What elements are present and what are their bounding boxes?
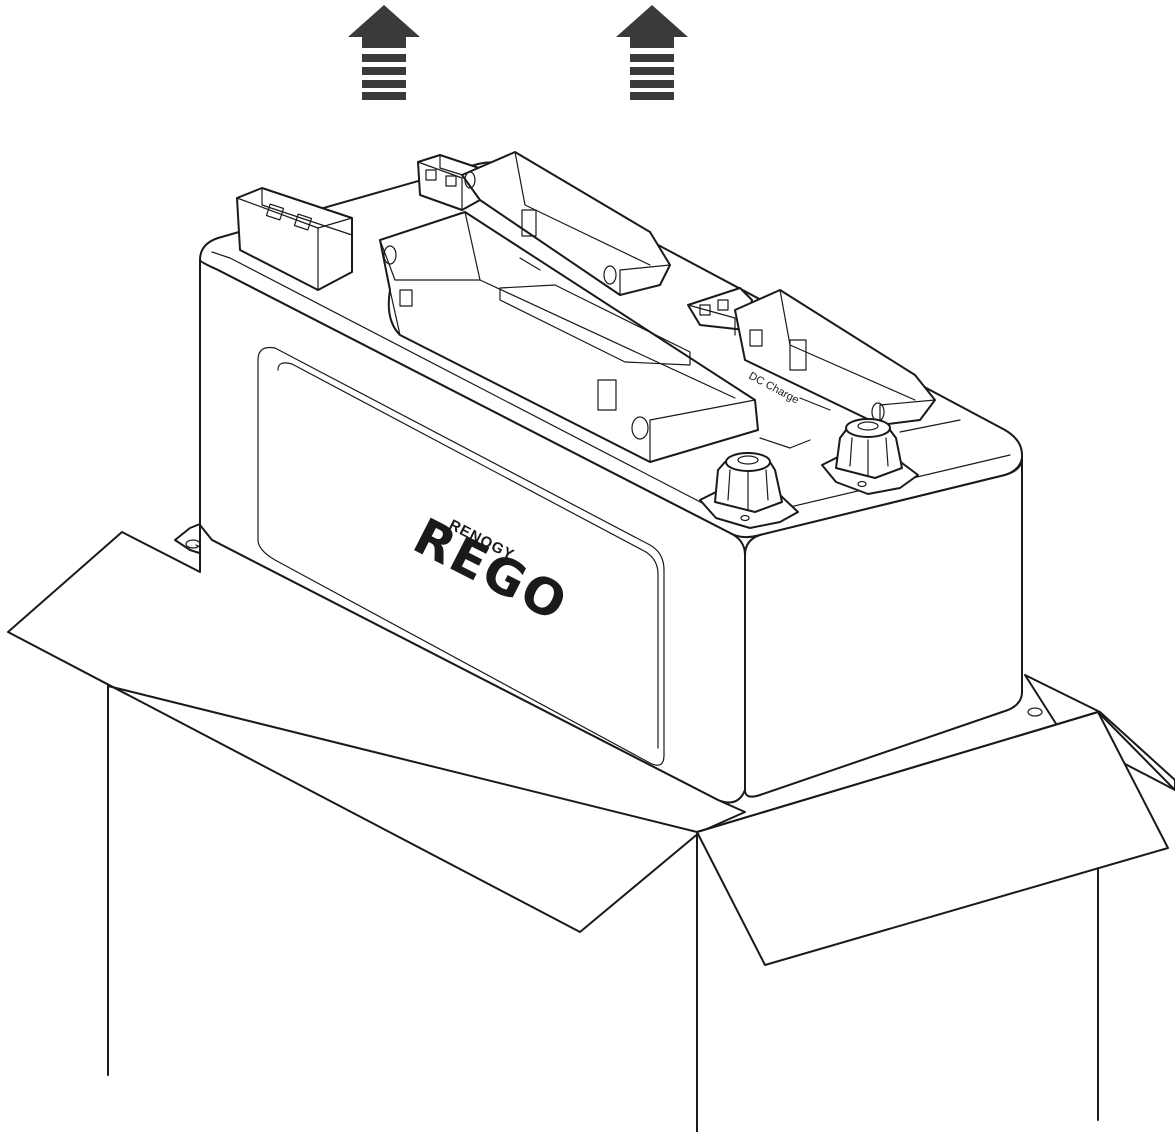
box-flap-front-left (7, 524, 746, 933)
terminal-recess-right (899, 419, 961, 433)
terminal-negative (699, 452, 799, 529)
cardboard-box (107, 685, 1175, 1133)
connector-left (236, 187, 353, 291)
busbar-cover-back (461, 151, 671, 296)
lift-arrow-left (348, 5, 420, 100)
busbar-cover-main (379, 211, 759, 463)
lift-arrow-right (616, 5, 688, 100)
terminal-recess (759, 437, 811, 449)
terminal-positive (821, 418, 919, 495)
